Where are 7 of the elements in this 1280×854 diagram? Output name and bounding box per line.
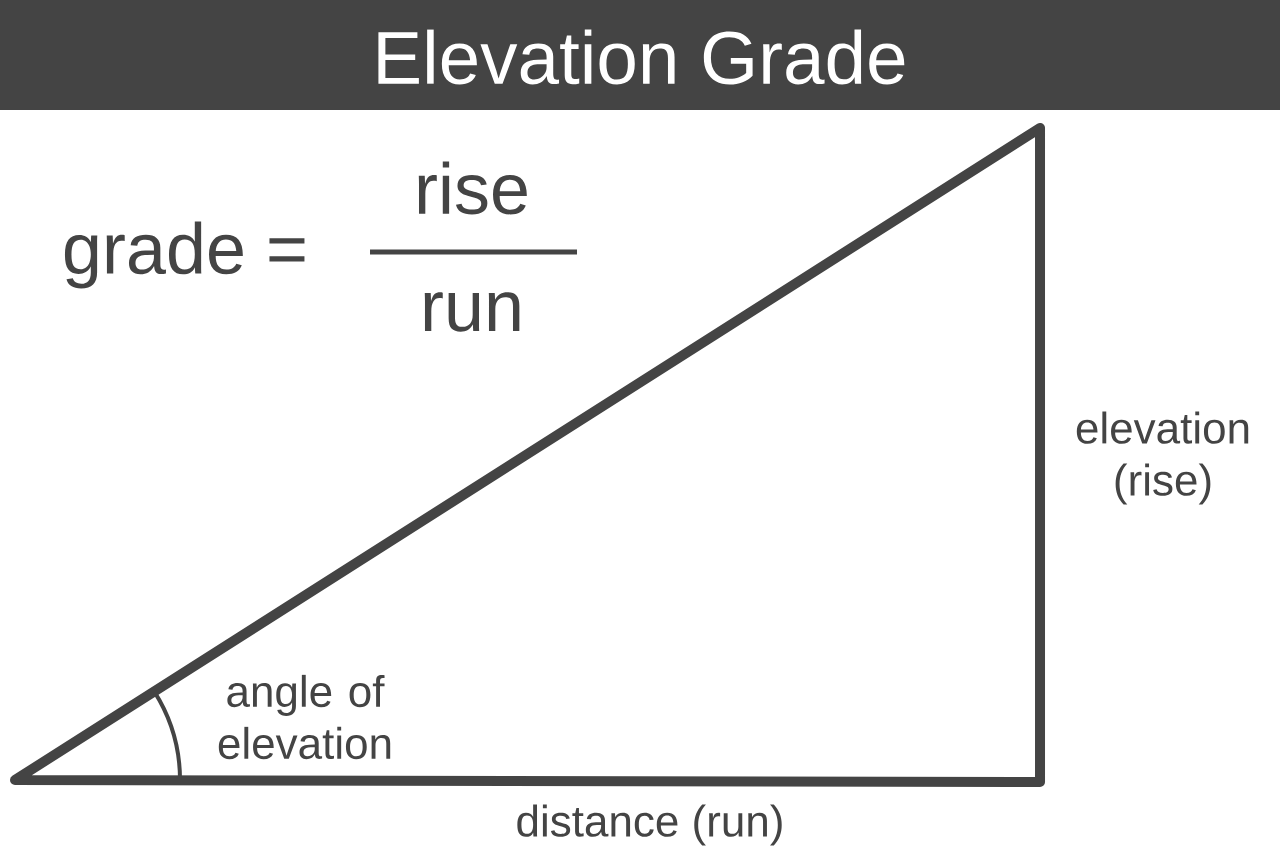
angle-label: angle of elevation	[218, 674, 391, 760]
side-label: elevation (rise)	[1076, 411, 1249, 505]
title: Elevation Grade	[378, 29, 905, 85]
formula-text: run	[424, 292, 520, 332]
formula-text: grade =	[64, 221, 305, 289]
formula-text: rise	[418, 161, 527, 215]
side-label: distance (run)	[517, 804, 782, 846]
